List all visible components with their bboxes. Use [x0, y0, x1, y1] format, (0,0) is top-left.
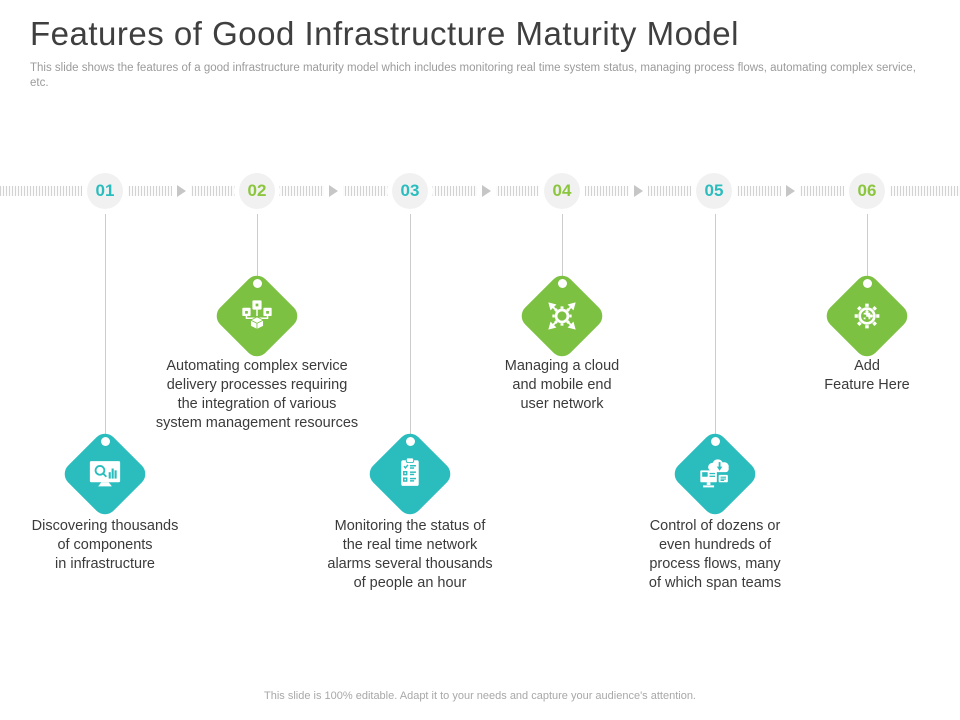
- badge-number: 04: [552, 181, 572, 200]
- milestone-text: Managing a cloud and mobile end user net…: [504, 358, 620, 412]
- footer-note: This slide is 100% editable. Adapt it to…: [264, 690, 696, 702]
- timeline-arrow-icon: [781, 182, 800, 200]
- connector-pin-icon: [100, 437, 110, 446]
- connector-pin-icon: [710, 437, 720, 446]
- connector-line: [714, 209, 716, 444]
- page-subtitle: This slide shows the features of a good …: [30, 61, 916, 89]
- timeline-badge-01: 01: [87, 173, 123, 209]
- gear-puzzle-icon: [845, 294, 889, 338]
- badge-number: 05: [704, 181, 724, 200]
- timeline-badge-06: 06: [849, 173, 885, 209]
- timeline-badge-04: 04: [544, 173, 580, 209]
- connector-pin-icon: [862, 279, 872, 288]
- milestone-06: Add Feature Here: [787, 209, 947, 609]
- milestone-05: Control of dozens or even hundreds of pr…: [615, 209, 815, 609]
- connector-line: [409, 209, 411, 444]
- milestone-03: Monitoring the status of the real time n…: [300, 209, 520, 609]
- connector-line: [561, 209, 563, 285]
- connector-pin-icon: [405, 437, 415, 446]
- timeline-badge-03: 03: [392, 173, 428, 209]
- milestone-01: Discovering thousands of components in i…: [5, 209, 205, 609]
- milestone-text: Automating complex service delivery proc…: [155, 358, 359, 431]
- milestone-text: Monitoring the status of the real time n…: [327, 518, 493, 591]
- timeline-arrow-icon: [629, 182, 648, 200]
- badge-number: 03: [400, 181, 420, 200]
- page-title: Features of Good Infrastructure Maturity…: [30, 15, 739, 52]
- monitor-search-icon: [83, 452, 127, 496]
- milestone-02: Automating complex service delivery proc…: [137, 209, 377, 609]
- milestone-text: Control of dozens or even hundreds of pr…: [648, 518, 782, 591]
- timeline-arrow-icon: [324, 182, 343, 200]
- timeline-badge-05: 05: [696, 173, 732, 209]
- connector-line: [104, 209, 106, 444]
- badge-number: 02: [247, 181, 267, 200]
- timeline-arrow-icon: [172, 182, 191, 200]
- badge-number: 06: [857, 181, 877, 200]
- cloud-computer-icon: [693, 452, 737, 496]
- modules-distribution-icon: [235, 294, 279, 338]
- badge-number: 01: [95, 181, 115, 200]
- timeline-arrow-icon: [477, 182, 496, 200]
- connector-pin-icon: [557, 279, 567, 288]
- milestone-text: Discovering thousands of components in i…: [31, 518, 179, 572]
- timeline-badge-02: 02: [239, 173, 275, 209]
- gear-arrows-icon: [540, 294, 584, 338]
- connector-pin-icon: [252, 279, 262, 288]
- header: Features of Good Infrastructure Maturity…: [30, 14, 930, 91]
- clipboard-checklist-icon: [388, 452, 432, 496]
- milestone-text: Add Feature Here: [824, 358, 910, 393]
- milestone-04: Managing a cloud and mobile end user net…: [472, 209, 652, 609]
- connector-line: [866, 209, 868, 285]
- connector-line: [256, 209, 258, 285]
